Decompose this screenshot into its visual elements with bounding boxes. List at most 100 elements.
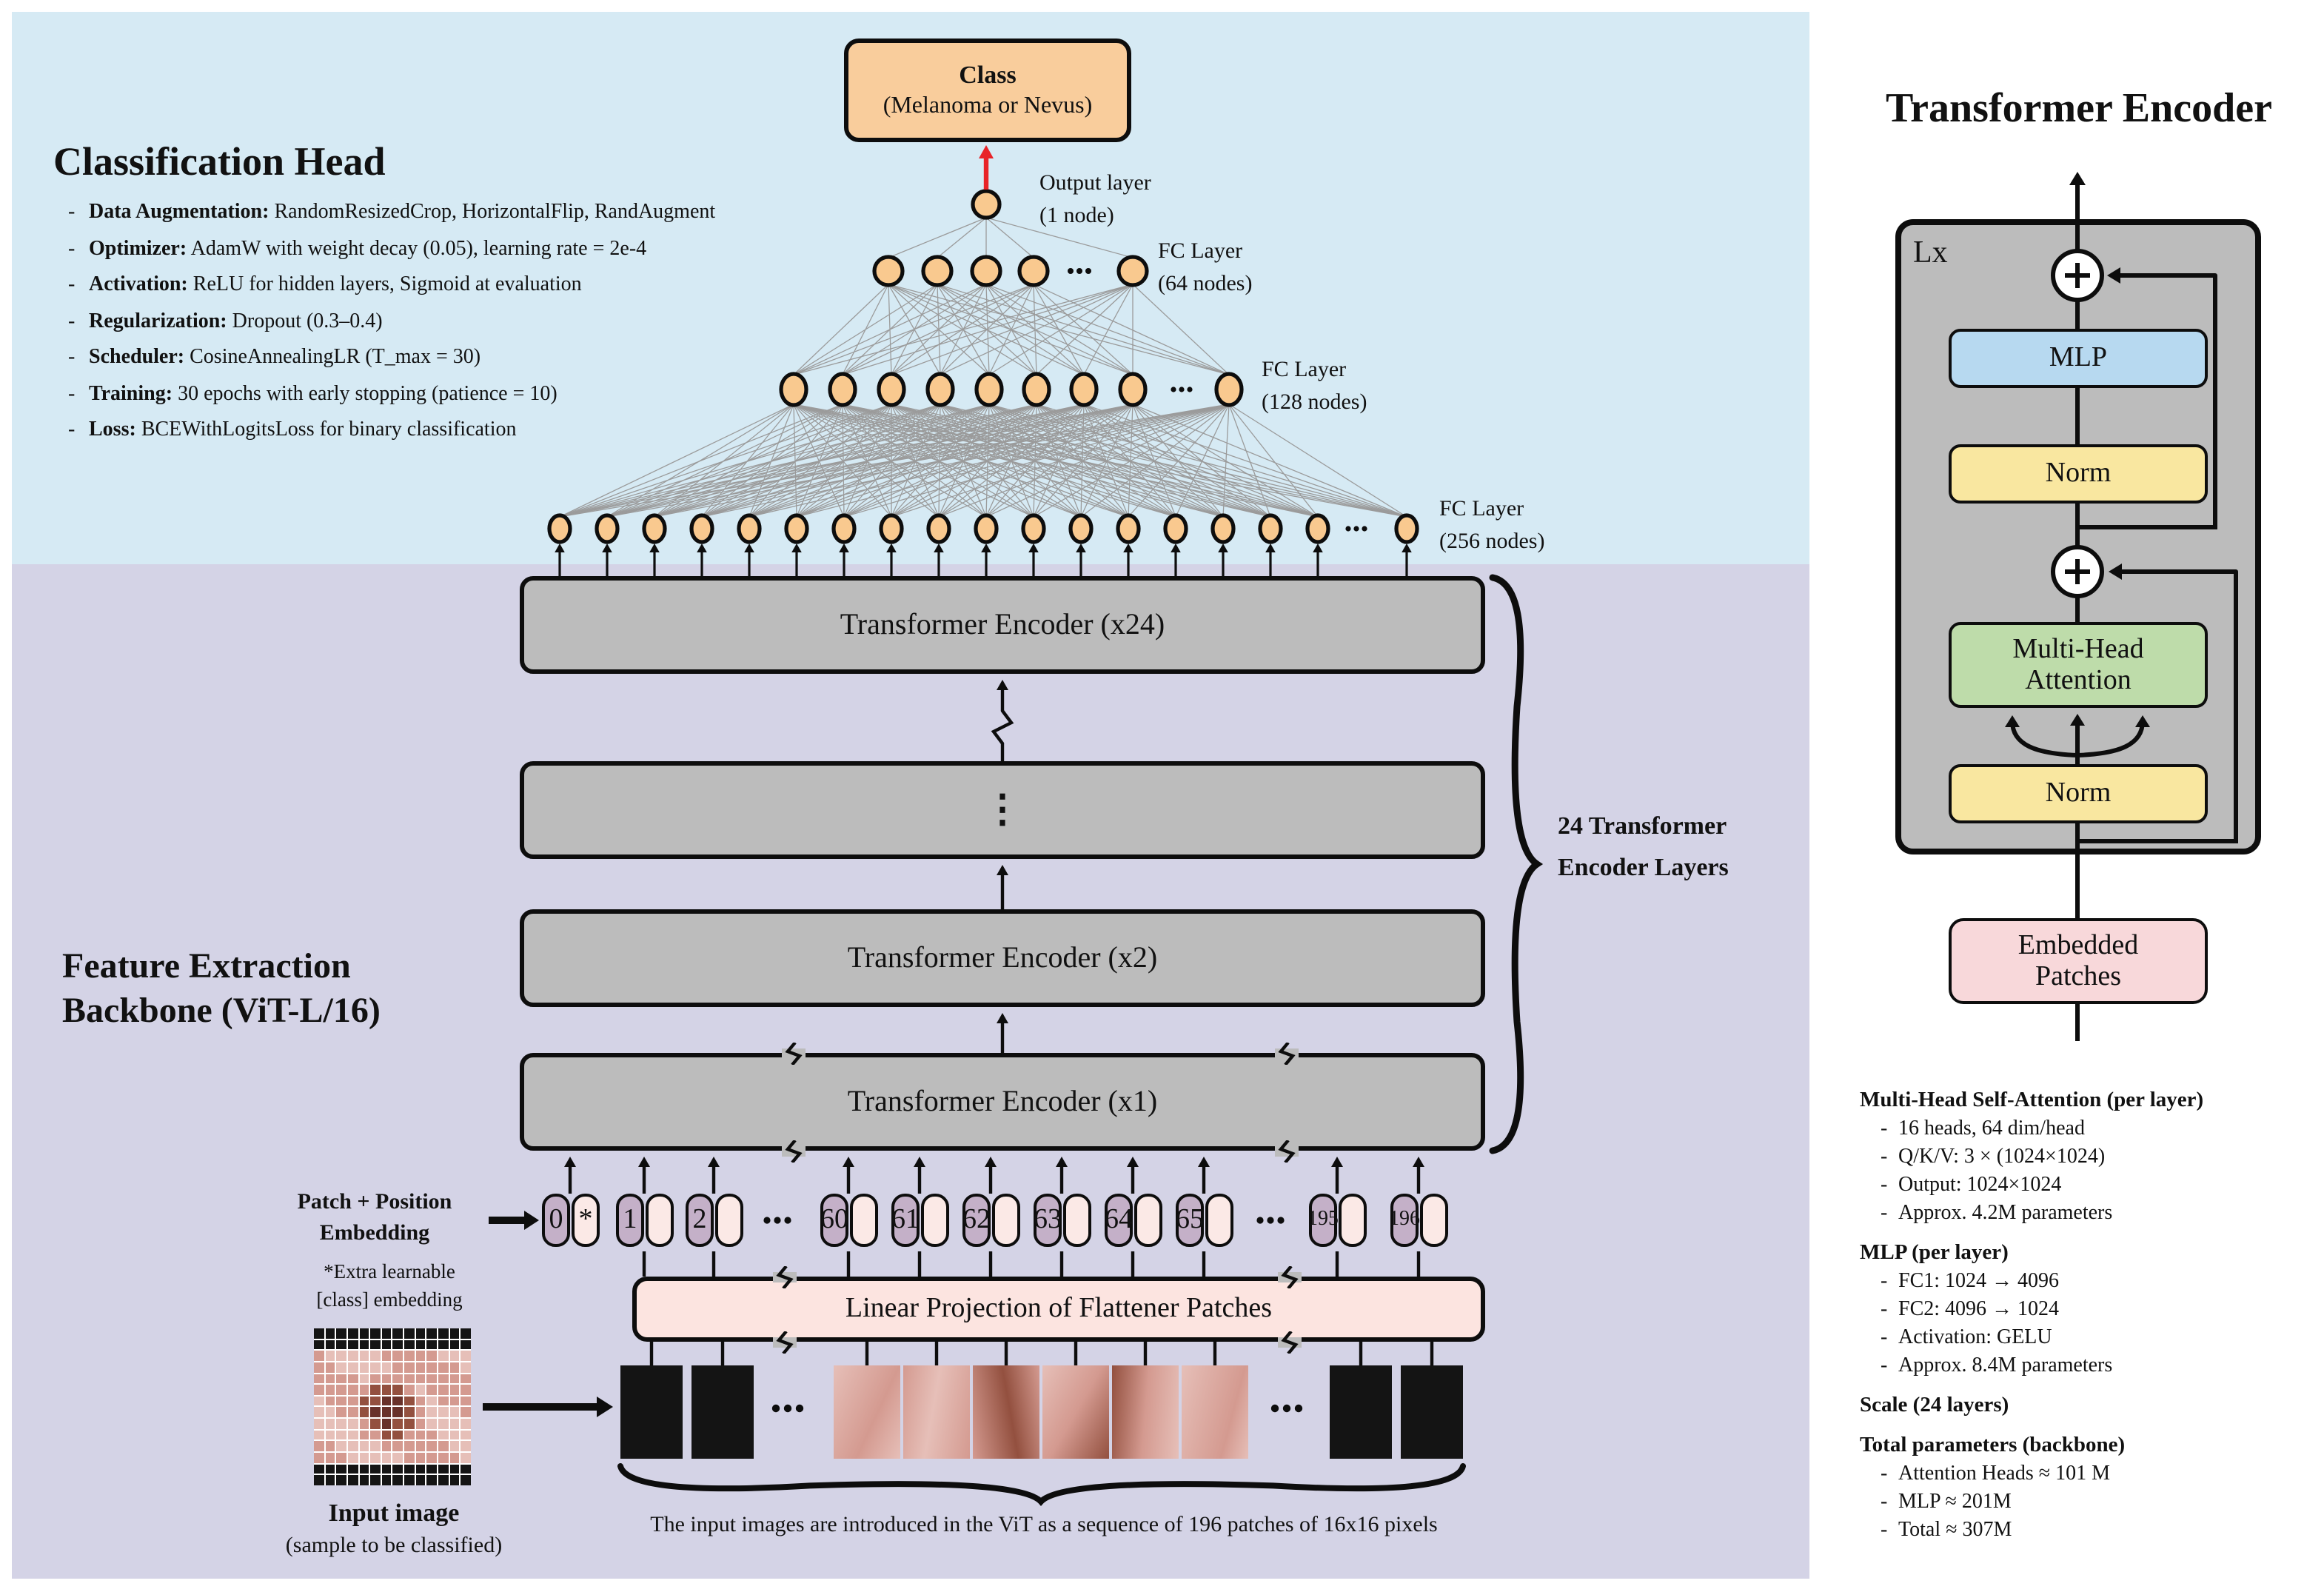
input-image-cell: [404, 1328, 415, 1339]
class-box-subtitle: (Melanoma or Nevus): [883, 93, 1093, 118]
input-image-cell: [461, 1328, 471, 1339]
encoder-detail-title: Transformer Encoder: [1885, 86, 2273, 132]
input-image-cell: [370, 1328, 381, 1339]
backbone-title-line2: Backbone (ViT-L/16): [62, 992, 381, 1031]
input-image-cell: [438, 1396, 449, 1406]
spec-item: -Total ≈ 307M: [1881, 1519, 2012, 1542]
input-image-cell: [461, 1419, 471, 1429]
input-image-cell: [404, 1453, 415, 1463]
input-image-cell: [314, 1362, 324, 1373]
input-image-cell: [359, 1396, 369, 1406]
input-image-cell: [325, 1441, 335, 1452]
fc64-label: FC Layer (64 nodes): [1158, 240, 1253, 296]
input-image-cell: [370, 1419, 381, 1429]
input-image-cell: [381, 1362, 392, 1373]
input-image-cell: [461, 1441, 471, 1452]
head-config-bullet: -Scheduler: CosineAnnealingLR (T_max = 3…: [68, 347, 481, 369]
spec-item: -Approx. 8.4M parameters: [1881, 1355, 2113, 1377]
patch-token-64: 64: [1105, 1194, 1162, 1247]
patch-token-60: 60: [820, 1194, 878, 1247]
input-image-cell: [336, 1328, 346, 1339]
output-layer-label: Output layer (1 node): [1039, 172, 1151, 228]
token-index: 65: [1176, 1194, 1204, 1247]
input-image-cell: [415, 1407, 426, 1418]
token-index: 63: [1034, 1194, 1062, 1247]
linear-projection-box: Linear Projection of Flattener Patches: [632, 1277, 1485, 1342]
input-image-cell: [314, 1385, 324, 1395]
input-image-cell: [359, 1328, 369, 1339]
patch-token-62: 62: [962, 1194, 1020, 1247]
token-index: 64: [1105, 1194, 1133, 1247]
input-image-cell: [370, 1464, 381, 1474]
image-patch-skin: [834, 1365, 900, 1459]
input-image-cell: [370, 1407, 381, 1418]
input-image-cell: [347, 1464, 358, 1474]
token-embedding-slot: [1063, 1194, 1091, 1247]
encoder-dots-box: ⋮: [520, 761, 1485, 859]
input-image-cell: [314, 1351, 324, 1361]
encoder-x2-box: Transformer Encoder (x2): [520, 909, 1485, 1007]
input-image-cell: [415, 1430, 426, 1440]
input-image-cell: [404, 1362, 415, 1373]
input-image-cell: [381, 1374, 392, 1384]
input-image-cell: [325, 1430, 335, 1440]
input-image-cell: [426, 1419, 438, 1429]
input-image-cell: [347, 1430, 358, 1440]
spec-item: -Approx. 4.2M parameters: [1881, 1203, 2113, 1225]
input-image-cell: [415, 1328, 426, 1339]
token-embedding-slot: *: [572, 1194, 600, 1247]
input-image-cell: [336, 1340, 346, 1350]
token-embedding-slot: [1339, 1194, 1367, 1247]
input-image-cell: [336, 1464, 346, 1474]
input-image-cell: [314, 1374, 324, 1384]
input-image-cell: [392, 1475, 403, 1485]
input-image-cell: [325, 1351, 335, 1361]
image-patch-dark: [691, 1365, 754, 1459]
input-image-cell: [392, 1453, 403, 1463]
input-image-cell: [449, 1441, 460, 1452]
input-image-cell: [461, 1351, 471, 1361]
input-image-cell: [336, 1362, 346, 1373]
patch-token-2: 2: [686, 1194, 743, 1247]
input-image-cell: [404, 1396, 415, 1406]
patch-token-196: 196: [1389, 1194, 1448, 1247]
input-image-cell: [381, 1419, 392, 1429]
token-embedding-slot: [646, 1194, 674, 1247]
input-image-cell: [381, 1475, 392, 1485]
embedded-patches-box: Embedded Patches: [1949, 918, 2208, 1004]
input-image-cell: [426, 1351, 438, 1361]
norm-bottom-box: Norm: [1949, 764, 2208, 823]
mlp-box: MLP: [1949, 329, 2208, 388]
input-image-cell: [314, 1419, 324, 1429]
input-image-cell: [438, 1340, 449, 1350]
spec-section-header: Scale (24 layers): [1860, 1394, 2009, 1417]
input-image-cell: [336, 1396, 346, 1406]
head-config-bullet: -Optimizer: AdamW with weight decay (0.0…: [68, 238, 647, 260]
head-config-bullet: -Loss: BCEWithLogitsLoss for binary clas…: [68, 419, 517, 441]
input-image-cell: [347, 1407, 358, 1418]
token-embedding-slot: [1205, 1194, 1233, 1247]
input-image-sublabel: (sample to be classified): [285, 1534, 503, 1558]
image-patch-skin: [1182, 1365, 1248, 1459]
sequence-break-icon: [782, 1040, 806, 1066]
patch-sequence-caption: The input images are introduced in the V…: [650, 1514, 1438, 1537]
input-image-cell: [392, 1396, 403, 1406]
input-image-cell: [314, 1396, 324, 1406]
input-image-cell: [370, 1385, 381, 1395]
input-image-cell: [370, 1351, 381, 1361]
input-image-cell: [370, 1453, 381, 1463]
input-image-cell: [426, 1362, 438, 1373]
input-image-cell: [438, 1464, 449, 1474]
image-patch-skin: [903, 1365, 970, 1459]
input-image-cell: [461, 1475, 471, 1485]
input-image-cell: [392, 1407, 403, 1418]
encoder-spec-list: Multi-Head Self-Attention (per layer)-16…: [1860, 1075, 2311, 1545]
input-image-cell: [392, 1464, 403, 1474]
input-image-cell: [392, 1328, 403, 1339]
spec-item: -FC1: 1024 → 4096: [1881, 1271, 2060, 1293]
input-image-cell: [449, 1328, 460, 1339]
input-image-cell: [449, 1475, 460, 1485]
image-patch-dark: [1401, 1365, 1463, 1459]
input-image-cell: [347, 1328, 358, 1339]
